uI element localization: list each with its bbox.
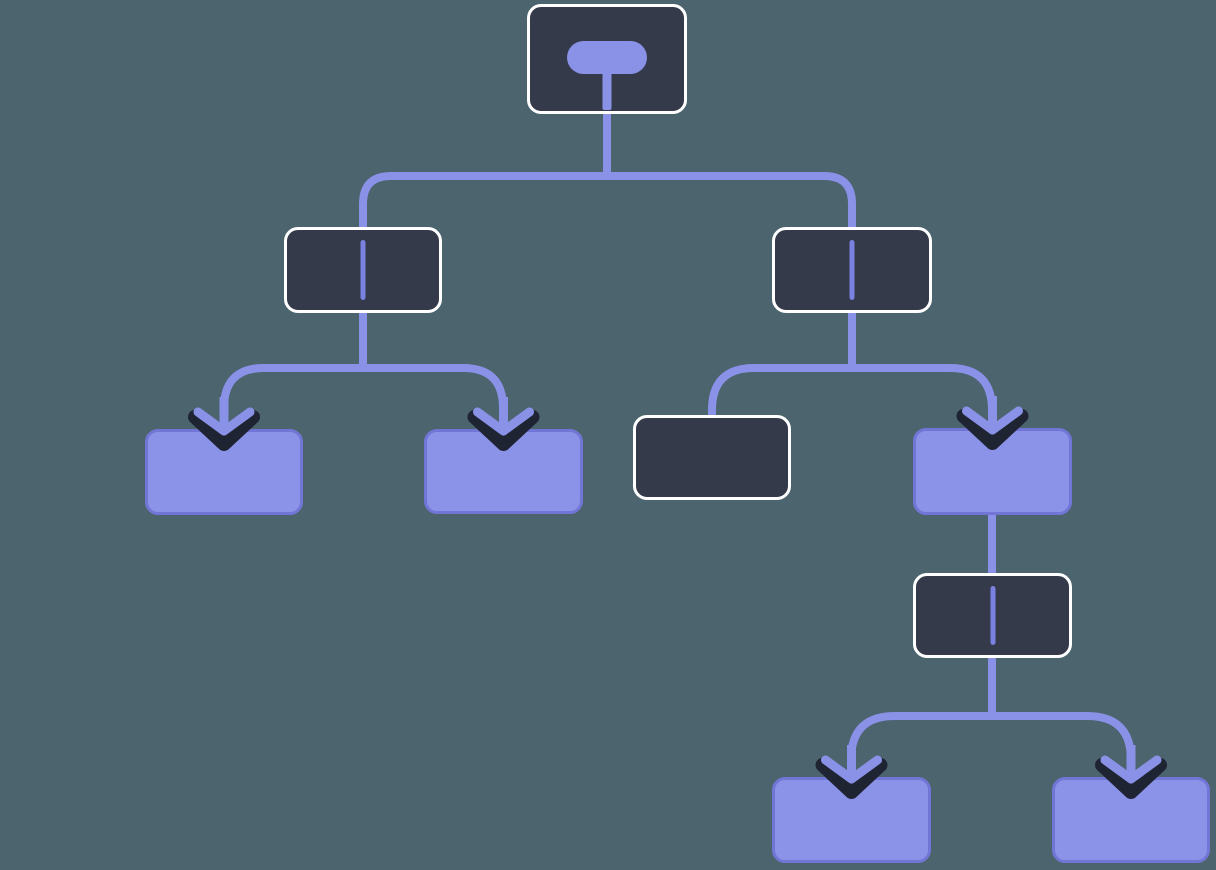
node-l3-d[interactable]	[913, 428, 1072, 515]
node-l5-b[interactable]	[1052, 777, 1210, 863]
vertical-line-icon	[849, 240, 855, 300]
connector-edge-root	[359, 172, 856, 231]
connector-edge-l2-right	[708, 364, 996, 422]
node-l3-c[interactable]	[633, 415, 791, 500]
node-root[interactable]	[527, 4, 687, 114]
node-l3-b[interactable]	[424, 429, 583, 514]
connector-edge-l2-left	[220, 364, 507, 423]
vertical-line-icon	[990, 586, 995, 645]
node-l5-a[interactable]	[772, 777, 931, 863]
vertical-line-icon	[360, 240, 366, 300]
node-l2-right[interactable]	[772, 227, 932, 313]
node-l3-a[interactable]	[145, 429, 303, 515]
root-pill-stem-icon	[602, 67, 612, 110]
node-l4[interactable]	[913, 573, 1072, 658]
connector-edge-l4	[847, 712, 1135, 771]
node-l2-left[interactable]	[284, 227, 442, 313]
